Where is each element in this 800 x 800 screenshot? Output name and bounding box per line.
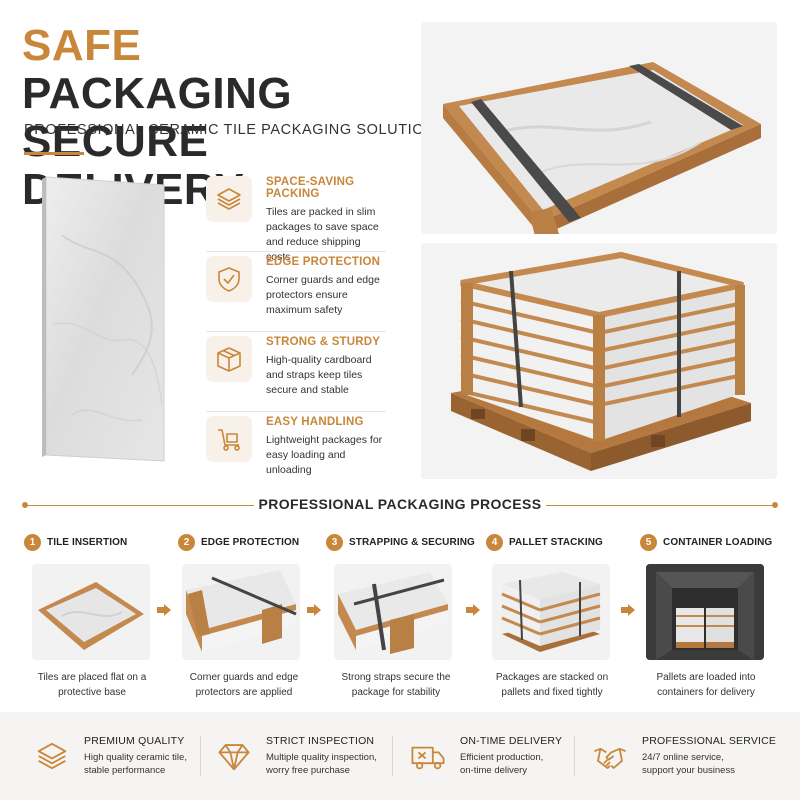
- footer-divider: [200, 736, 201, 776]
- step-number: 1: [24, 533, 41, 551]
- process-step-3: 3 STRAPPING & SECURING Strong straps sec…: [326, 532, 475, 698]
- step-image-pallet-stacking: [492, 564, 610, 660]
- hand-truck-icon: [206, 416, 252, 462]
- box-icon: [206, 336, 252, 382]
- footer-title: STRICT INSPECTION: [266, 735, 375, 747]
- step-desc: Corner guards and edge protectors are ap…: [189, 672, 299, 698]
- process-title: PROFESSIONAL PACKAGING PROCESS: [258, 496, 542, 512]
- footer-title: ON-TIME DELIVERY: [460, 735, 563, 747]
- arrow-right-icon: [157, 604, 171, 616]
- step-desc: Strong straps secure the package for sta…: [341, 672, 451, 698]
- step-number: 2: [178, 533, 195, 551]
- arrow-right-icon: [621, 604, 635, 616]
- hero-rule: [24, 152, 84, 155]
- step-title: CONTAINER LOADING: [663, 536, 773, 548]
- layers-icon: [206, 176, 252, 222]
- diamond-icon: [214, 736, 254, 776]
- feature-easy-handling: EASY HANDLING Lightweight packages for e…: [206, 412, 386, 492]
- process-line-right: [546, 505, 772, 506]
- footer-bar: PREMIUM QUALITY High quality ceramic til…: [0, 712, 800, 800]
- arrow-right-icon: [307, 604, 321, 616]
- step-image-strapping: [334, 564, 452, 660]
- pallet-stack-photo: [421, 243, 777, 479]
- footer-title: PREMIUM QUALITY: [84, 735, 185, 747]
- step-image-edge-protection: [182, 564, 300, 660]
- process-header: PROFESSIONAL PACKAGING PROCESS: [22, 494, 778, 518]
- step-title: STRAPPING & SECURING: [349, 536, 475, 548]
- process-dot-left: [22, 502, 28, 508]
- process-step-4: 4 PALLET STACKING Packages are stacked o…: [486, 532, 626, 698]
- feature-title: EASY HANDLING: [266, 416, 364, 428]
- feature-strong-sturdy: STRONG & STURDY High-quality cardboard a…: [206, 332, 386, 412]
- footer-desc: 24/7 online service, support your busine…: [642, 752, 735, 776]
- process-line-left: [28, 505, 254, 506]
- arrow-right-icon: [466, 604, 480, 616]
- feature-title: SPACE-SAVING PACKING: [266, 176, 355, 200]
- handshake-icon: [590, 736, 630, 776]
- process-step-1: 1 TILE INSERTION Tiles are placed flat o…: [24, 532, 164, 698]
- package-layers: [460, 251, 745, 441]
- footer-desc: Multiple quality inspection, worry free …: [266, 752, 377, 776]
- step-title: PALLET STACKING: [509, 536, 603, 548]
- footer-strict-inspection: STRICT INSPECTION Multiple quality inspe…: [214, 712, 382, 800]
- feature-space-saving: SPACE-SAVING PACKING Tiles are packed in…: [206, 172, 386, 263]
- step-image-tile-insertion: [32, 564, 150, 660]
- step-number: 5: [640, 533, 657, 551]
- layers-icon: [32, 736, 72, 776]
- feature-desc: Corner guards and edge protectors ensure…: [266, 274, 380, 316]
- footer-professional-service: PROFESSIONAL SERVICE 24/7 online service…: [590, 712, 776, 800]
- feature-title: STRONG & STURDY: [266, 336, 381, 348]
- footer-premium-quality: PREMIUM QUALITY High quality ceramic til…: [32, 712, 188, 800]
- shield-check-icon: [206, 256, 252, 302]
- hero-subtitle: PROFESSIONAL CERAMIC TILE PACKAGING SOLU…: [24, 122, 446, 138]
- footer-divider: [574, 736, 575, 776]
- step-number: 3: [326, 533, 343, 551]
- feature-desc: Tiles are packed in slim packages to sav…: [266, 206, 379, 263]
- step-desc: Tiles are placed flat on a protective ba…: [37, 672, 147, 698]
- step-image-container-loading: [646, 564, 764, 660]
- tile-slab-image: [42, 176, 165, 462]
- footer-on-time-delivery: ON-TIME DELIVERY Efficient production, o…: [408, 712, 562, 800]
- process-step-5: 5 CONTAINER LOADING Pallets are loaded i…: [640, 532, 780, 698]
- step-title: TILE INSERTION: [47, 536, 128, 548]
- feature-title: EDGE PROTECTION: [266, 256, 381, 268]
- process-dot-right: [772, 502, 778, 508]
- footer-desc: Efficient production, on-time delivery: [460, 752, 544, 776]
- hero-title-accent: SAFE: [22, 21, 142, 70]
- single-package-photo: [421, 22, 777, 234]
- footer-title: PROFESSIONAL SERVICE: [642, 735, 777, 747]
- step-desc: Packages are stacked on pallets and fixe…: [495, 672, 609, 698]
- delivery-truck-icon: [408, 736, 448, 776]
- hero-title-rest: PACKAGING: [22, 69, 293, 118]
- process-step-2: 2 EDGE PROTECTION Corner guards and edge…: [178, 532, 318, 698]
- step-desc: Pallets are loaded into containers for d…: [656, 672, 756, 698]
- footer-desc: High quality ceramic tile, stable perfor…: [84, 752, 187, 776]
- feature-desc: Lightweight packages for easy loading an…: [266, 434, 383, 476]
- feature-edge-protection: EDGE PROTECTION Corner guards and edge p…: [206, 252, 386, 332]
- feature-list: SPACE-SAVING PACKING Tiles are packed in…: [206, 172, 386, 492]
- feature-desc: High-quality cardboard and straps keep t…: [266, 354, 372, 396]
- step-number: 4: [486, 533, 503, 551]
- step-title: EDGE PROTECTION: [201, 536, 300, 548]
- footer-divider: [392, 736, 393, 776]
